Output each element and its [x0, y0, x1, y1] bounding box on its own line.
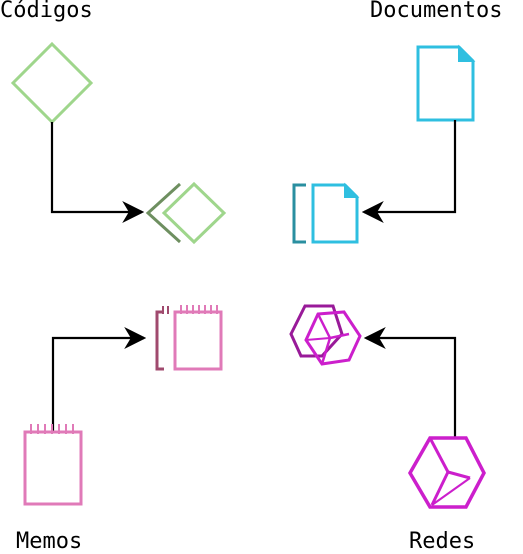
codigos-multiple-icon — [145, 181, 227, 245]
redes-multiple-icon — [289, 304, 362, 366]
documentos-single-icon — [416, 44, 476, 122]
memos-single-icon — [23, 424, 83, 506]
redes-single-icon — [407, 436, 486, 509]
codigos-single-icon — [10, 41, 94, 125]
documentos-multiple-icon — [292, 182, 360, 244]
documentos-connector-arrow — [361, 120, 457, 223]
codigos-connector-arrow — [50, 122, 145, 223]
memos-connector-arrow — [51, 327, 147, 432]
codigos-label: Códigos — [0, 0, 93, 23]
redes-label: Redes — [409, 529, 476, 554]
documentos-label: Documentos — [370, 0, 503, 23]
memos-multiple-icon — [155, 305, 223, 371]
redes-connector-arrow — [363, 327, 457, 438]
memos-label: Memos — [16, 529, 83, 554]
